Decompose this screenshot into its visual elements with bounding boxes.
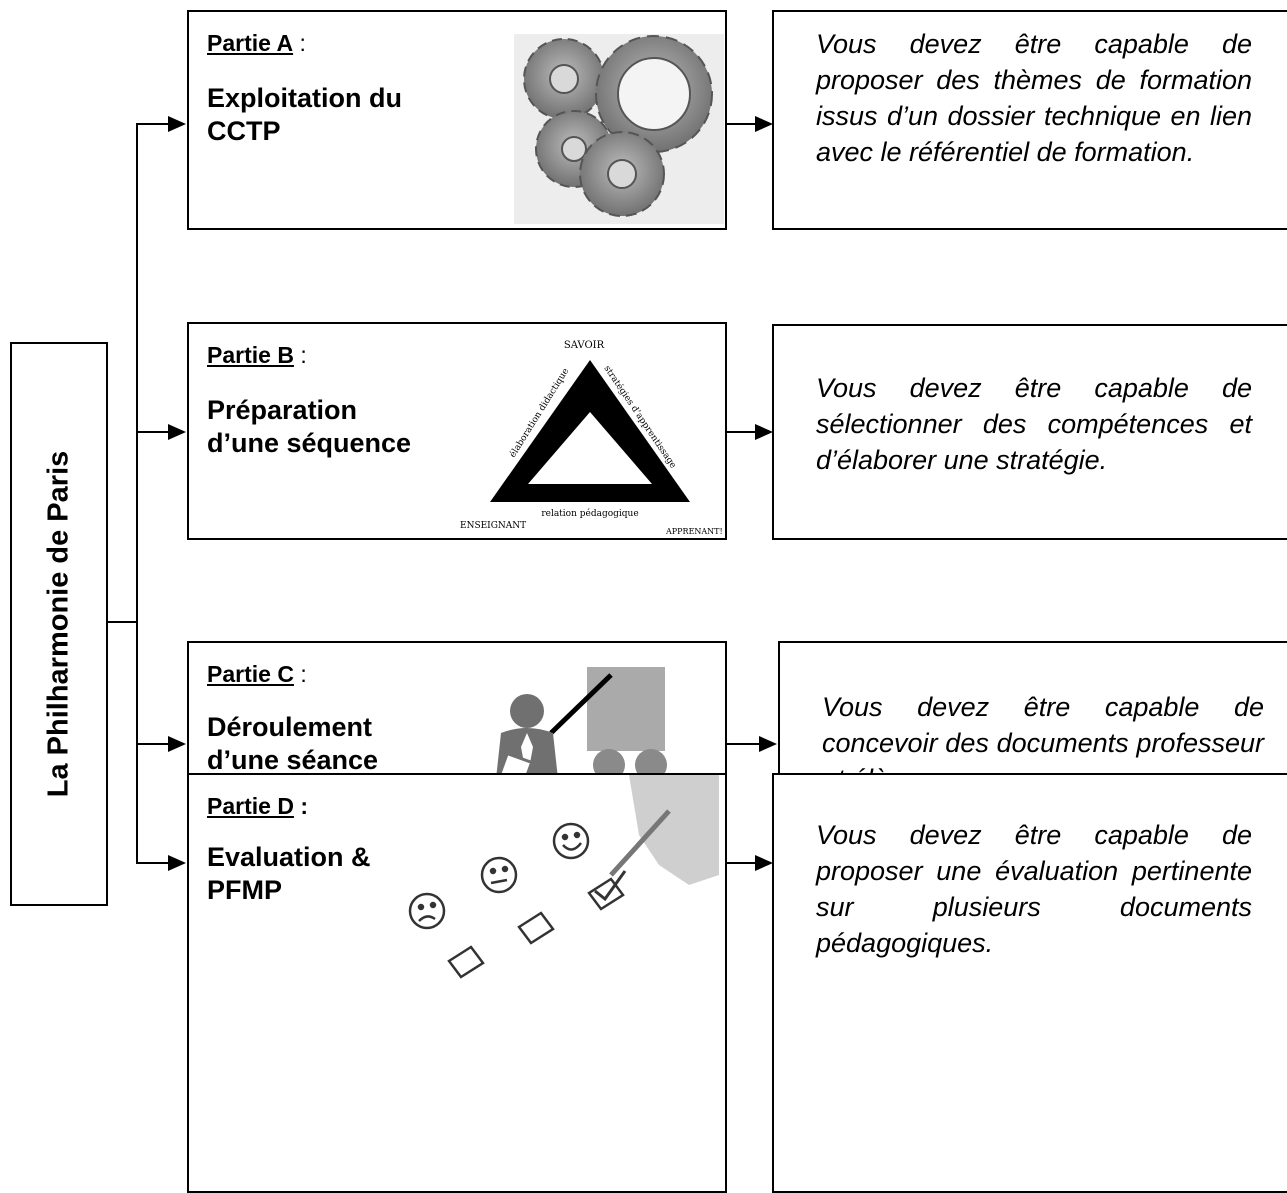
triangle-corner-left-label: ENSEIGNANT — [460, 521, 526, 531]
arrowhead-b — [168, 424, 186, 440]
didactic-triangle-icon: SAVOIR élaboration didactique stratégies… — [460, 340, 723, 536]
part-c-description: Vous devez être capable de concevoir des… — [822, 692, 1264, 794]
triangle-top-label: SAVOIR — [564, 340, 605, 351]
arrowhead-d — [168, 855, 186, 871]
part-d-description: Vous devez être capable de proposer une … — [816, 820, 1252, 958]
part-b-description: Vous devez être capable de sélectionner … — [816, 373, 1252, 475]
part-d-description-box: Vous devez être capable de proposer une … — [772, 773, 1287, 1193]
smiley-checklist-icon — [389, 775, 719, 985]
diagram-title: La Philharmonie de Paris — [42, 450, 75, 798]
branch-connector-b — [136, 431, 170, 433]
part-b-description-box: Vous devez être capable de sélectionner … — [772, 324, 1287, 540]
arrowhead-c — [168, 736, 186, 752]
title-box: La Philharmonie de Paris — [10, 342, 108, 906]
gears-icon — [514, 34, 724, 224]
link-arrowhead-d — [755, 855, 773, 871]
part-d-label: Partie D : — [207, 793, 308, 819]
part-c-label: Partie C : — [207, 661, 307, 687]
part-a-description-box: Vous devez être capable de proposer des … — [772, 10, 1287, 230]
part-c-title: Déroulement d’une séance — [207, 712, 379, 775]
link-line-b — [727, 431, 757, 433]
link-arrowhead-c — [759, 736, 777, 752]
vertical-connector — [136, 123, 138, 864]
link-line-a — [727, 123, 757, 125]
link-line-c — [727, 743, 761, 745]
branch-connector-c — [136, 743, 170, 745]
part-b-box: Partie B : Préparation d’une séquence SA… — [187, 322, 727, 540]
part-d-title: Evaluation & PFMP — [207, 842, 371, 905]
branch-connector-d — [136, 862, 170, 864]
link-line-d — [727, 862, 757, 864]
arrowhead-a — [168, 116, 186, 132]
part-d-box: Partie D : Evaluation & PFMP — [187, 773, 727, 1193]
link-arrowhead-a — [755, 116, 773, 132]
triangle-bottom-label: relation pédagogique — [541, 508, 638, 519]
part-a-description: Vous devez être capable de proposer des … — [816, 29, 1252, 167]
part-b-label: Partie B : — [207, 342, 307, 368]
triangle-corner-right-label: APPRENANT! — [665, 527, 723, 536]
part-b-title: Préparation d’une séquence — [207, 395, 412, 458]
trunk-connector — [108, 621, 137, 623]
link-arrowhead-b — [755, 424, 773, 440]
branch-connector-a — [136, 123, 170, 125]
part-a-label: Partie A : — [207, 30, 306, 56]
part-a-box: Partie A : Exploitation du CCTP — [187, 10, 727, 230]
part-a-title: Exploitation du CCTP — [207, 83, 402, 146]
